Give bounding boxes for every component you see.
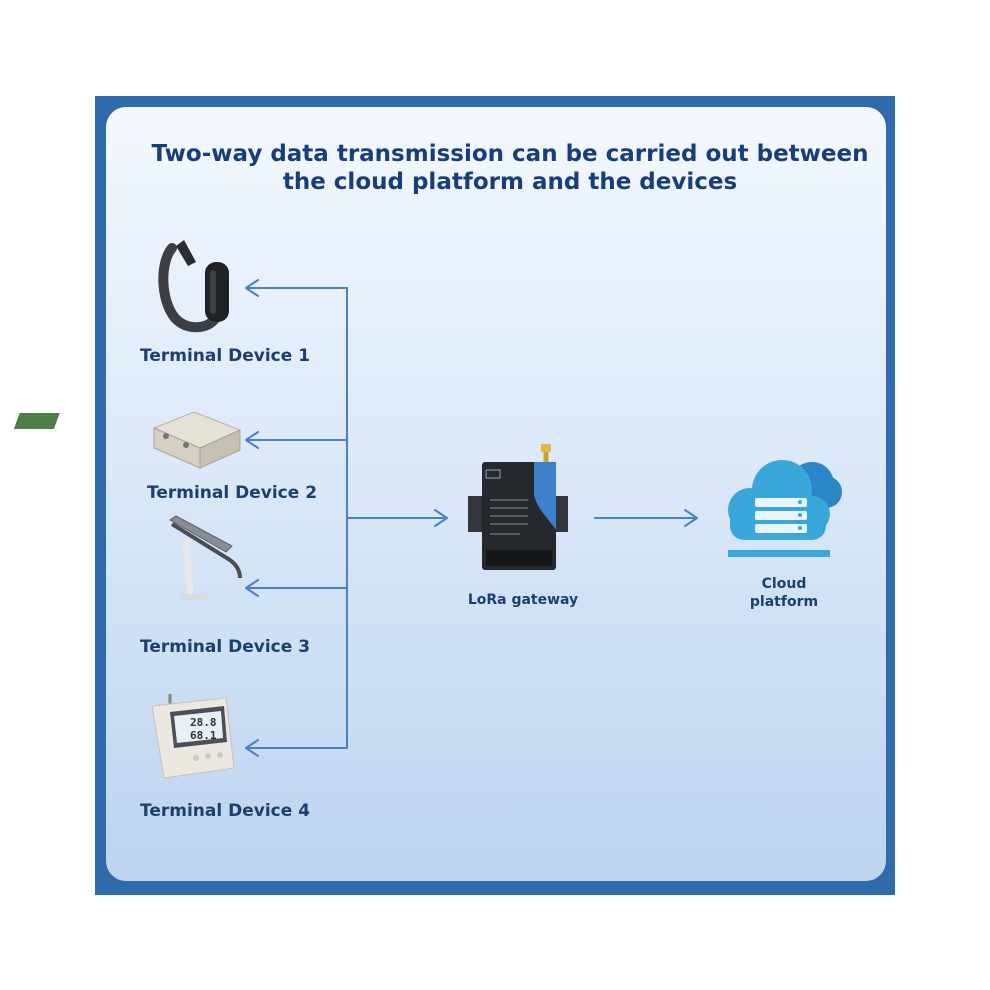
gateway-label: LoRa gateway: [467, 592, 579, 608]
device-1-label: Terminal Device 1: [140, 346, 311, 366]
diagram-title: Two-way data transmission can be carried…: [150, 140, 870, 196]
cloud-label-line-1: Cloud: [761, 576, 807, 592]
lora-gateway-icon: [468, 444, 568, 570]
arrow-to-cloud: [594, 509, 698, 527]
temperature-humidity-display-icon: 28.8 68.1: [151, 694, 235, 779]
sensor-box-icon: [13, 411, 242, 469]
cloud-label: Cloud platform: [724, 575, 844, 611]
cloud-label-line-2: platform: [749, 594, 819, 610]
arrow-to-device-4: [245, 739, 348, 757]
wristband-sensor-icon: [158, 240, 229, 333]
device-3-label: Terminal Device 3: [140, 637, 311, 657]
arrow-to-device-2: [245, 431, 348, 449]
title-line-1: Two-way data transmission can be carried…: [151, 141, 869, 167]
arrow-to-device-3: [245, 579, 348, 597]
arrow-to-device-1: [245, 279, 348, 297]
device-2-label: Terminal Device 2: [147, 483, 318, 503]
cloud-server-icon: [728, 460, 842, 557]
arrow-to-gateway: [346, 509, 448, 527]
device-4-humidity-readout: 68.1: [190, 729, 217, 742]
title-line-2: the cloud platform and the devices: [282, 169, 738, 195]
street-light-icon: [169, 515, 242, 600]
connector-arrows: [245, 279, 698, 757]
device-4-label: Terminal Device 4: [140, 801, 311, 821]
device-4-temp-readout: 28.8: [190, 716, 217, 729]
